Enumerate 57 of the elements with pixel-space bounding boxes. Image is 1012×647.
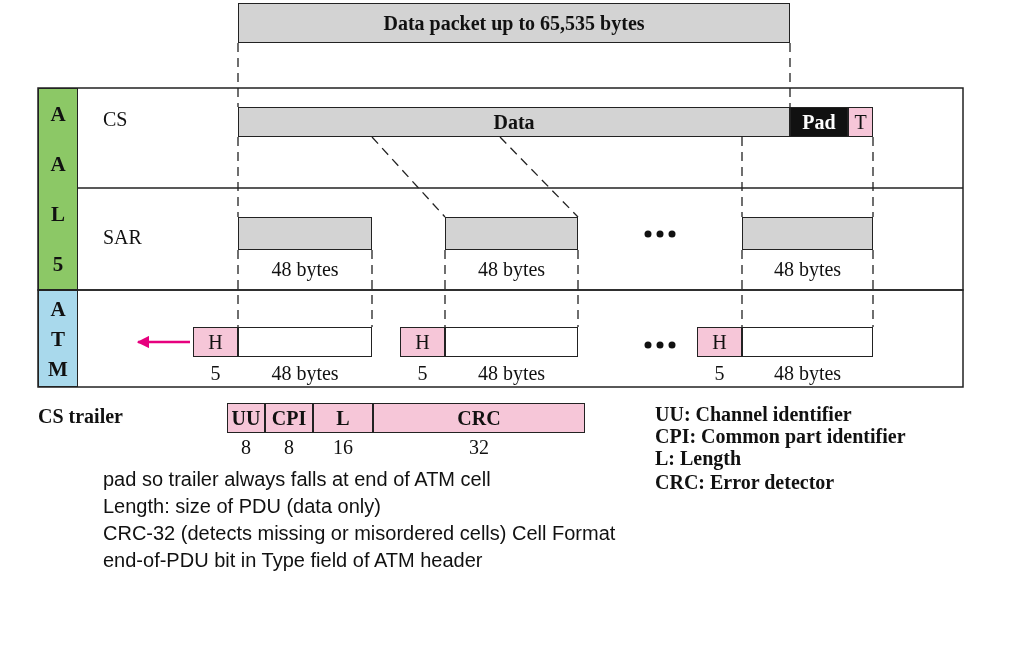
note-text: pad so trailer always falls at end of ATM cell (103, 468, 491, 491)
key-entry: CRC: Error detector (655, 471, 835, 494)
projection-line (577, 249, 579, 328)
size-label: 48 bytes (476, 258, 547, 281)
size-label: 5 (209, 362, 222, 385)
size-label: 48 bytes (270, 362, 340, 385)
layer-name: SAR (103, 226, 142, 249)
key-entry: L: Length (655, 447, 742, 470)
size-label: 48 bytes (772, 258, 843, 281)
projection-line (741, 136, 743, 218)
projection-line (237, 42, 239, 108)
layer-band: A A L 5 (38, 88, 78, 290)
segment-box (445, 217, 578, 250)
header-field: H (400, 327, 445, 357)
size-label: 5 (713, 362, 726, 385)
projection-line (237, 136, 239, 218)
projection-line (371, 136, 446, 218)
note-text: CRC-32 (detects missing or misordered cells) Cell Format (103, 522, 616, 545)
size-label: 8 (283, 436, 295, 459)
trailer-field: CRC (373, 403, 585, 433)
layer-band: A T M (38, 290, 78, 387)
data-bar: Data (238, 107, 790, 137)
payload-box (238, 327, 372, 357)
size-label: 32 (468, 436, 490, 459)
key-entry: UU: Channel identifier (655, 403, 852, 426)
projection-line (499, 136, 579, 218)
segment-box (238, 217, 372, 250)
size-label: 8 (240, 436, 252, 459)
size-label: 16 (332, 436, 354, 459)
projection-line (371, 249, 373, 328)
projection-line (872, 136, 874, 218)
header-field: H (193, 327, 238, 357)
note-text: end-of-PDU bit in Type field of ATM header (103, 549, 483, 572)
trailer-field: CPI (265, 403, 313, 433)
header-field: H (697, 327, 742, 357)
note-text: Length: size of PDU (data only) (103, 495, 381, 518)
trailer-field: T (848, 107, 873, 137)
segment-box (742, 217, 873, 250)
payload-box (445, 327, 578, 357)
trailer-caption: CS trailer (38, 405, 123, 428)
arrow (136, 335, 190, 349)
size-label: 48 bytes (476, 362, 547, 385)
projection-line (741, 249, 743, 328)
payload-box (742, 327, 873, 357)
layer-name: CS (103, 108, 128, 131)
size-label: 48 bytes (772, 362, 843, 385)
packet-bar: Data packet up to 65,535 bytes (238, 3, 790, 43)
projection-line (789, 42, 791, 108)
trailer-field: UU (227, 403, 265, 433)
size-label: 5 (416, 362, 429, 385)
projection-line (872, 249, 874, 328)
projection-line (237, 249, 239, 328)
trailer-field: L (313, 403, 373, 433)
pad-field: Pad (790, 107, 848, 137)
projection-line (444, 249, 446, 328)
size-label: 48 bytes (270, 258, 340, 281)
key-entry: CPI: Common part identifier (655, 425, 906, 448)
